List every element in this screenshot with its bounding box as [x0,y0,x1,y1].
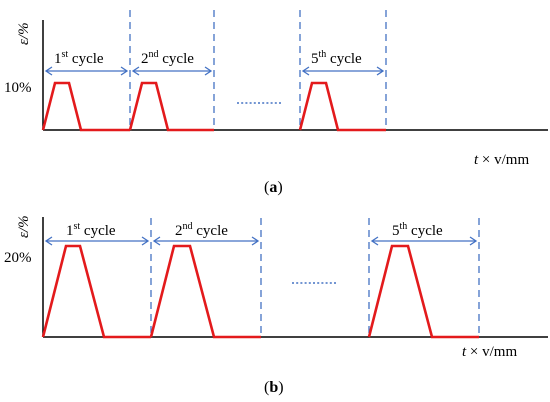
panel-a-caption: (a) [264,179,283,196]
panel-a-cycle-2-label: 2nd cycle [141,49,194,67]
panel-b-waveform-cycle-2 [149,244,261,339]
panel-b-waveform-cycle-1 [41,244,151,339]
panel-a-level-label: 10% [4,80,32,96]
panel-a-cycle-1-label: 1st cycle [54,49,104,67]
panel-b-cycle-5-arrow [370,236,478,246]
panel-a-x-axis-label: t × v/mm [474,152,529,168]
panel-b-level-label: 20% [4,250,32,266]
panel-a-y-axis-label: ε/% [16,22,32,45]
panel-a-cycle-1-arrow [44,66,129,76]
panel-b-cycle-5-label: 5th cycle [392,221,443,239]
panel-a: ε/% 10% 1st cycle 2nd cycle [4,10,548,196]
panel-b-cycle-2-arrow [152,236,260,246]
panel-a-waveform-cycle-5 [298,81,386,132]
panel-b-cycle-2-label: 2nd cycle [175,221,228,239]
panel-b-caption: (b) [264,379,284,396]
panel-a-cycle-5-label: 5th cycle [311,49,362,67]
panel-b-y-axis-label: ε/% [16,215,32,238]
panel-b-waveform-cycle-5 [367,244,479,339]
panel-b-x-axis-label: t × v/mm [462,344,517,360]
panel-a-waveform-cycle-1 [41,81,130,132]
panel-a-cycle-5-arrow [301,66,385,76]
panel-b-cycle-1-label: 1st cycle [66,221,116,239]
panel-b-cycle-1-arrow [44,236,150,246]
panel-b: ε/% 20% 1st cycle 2nd cycle 5th cycl [4,215,548,396]
panel-a-cycle-2-arrow [131,66,213,76]
panel-a-waveform-cycle-2 [128,81,214,132]
